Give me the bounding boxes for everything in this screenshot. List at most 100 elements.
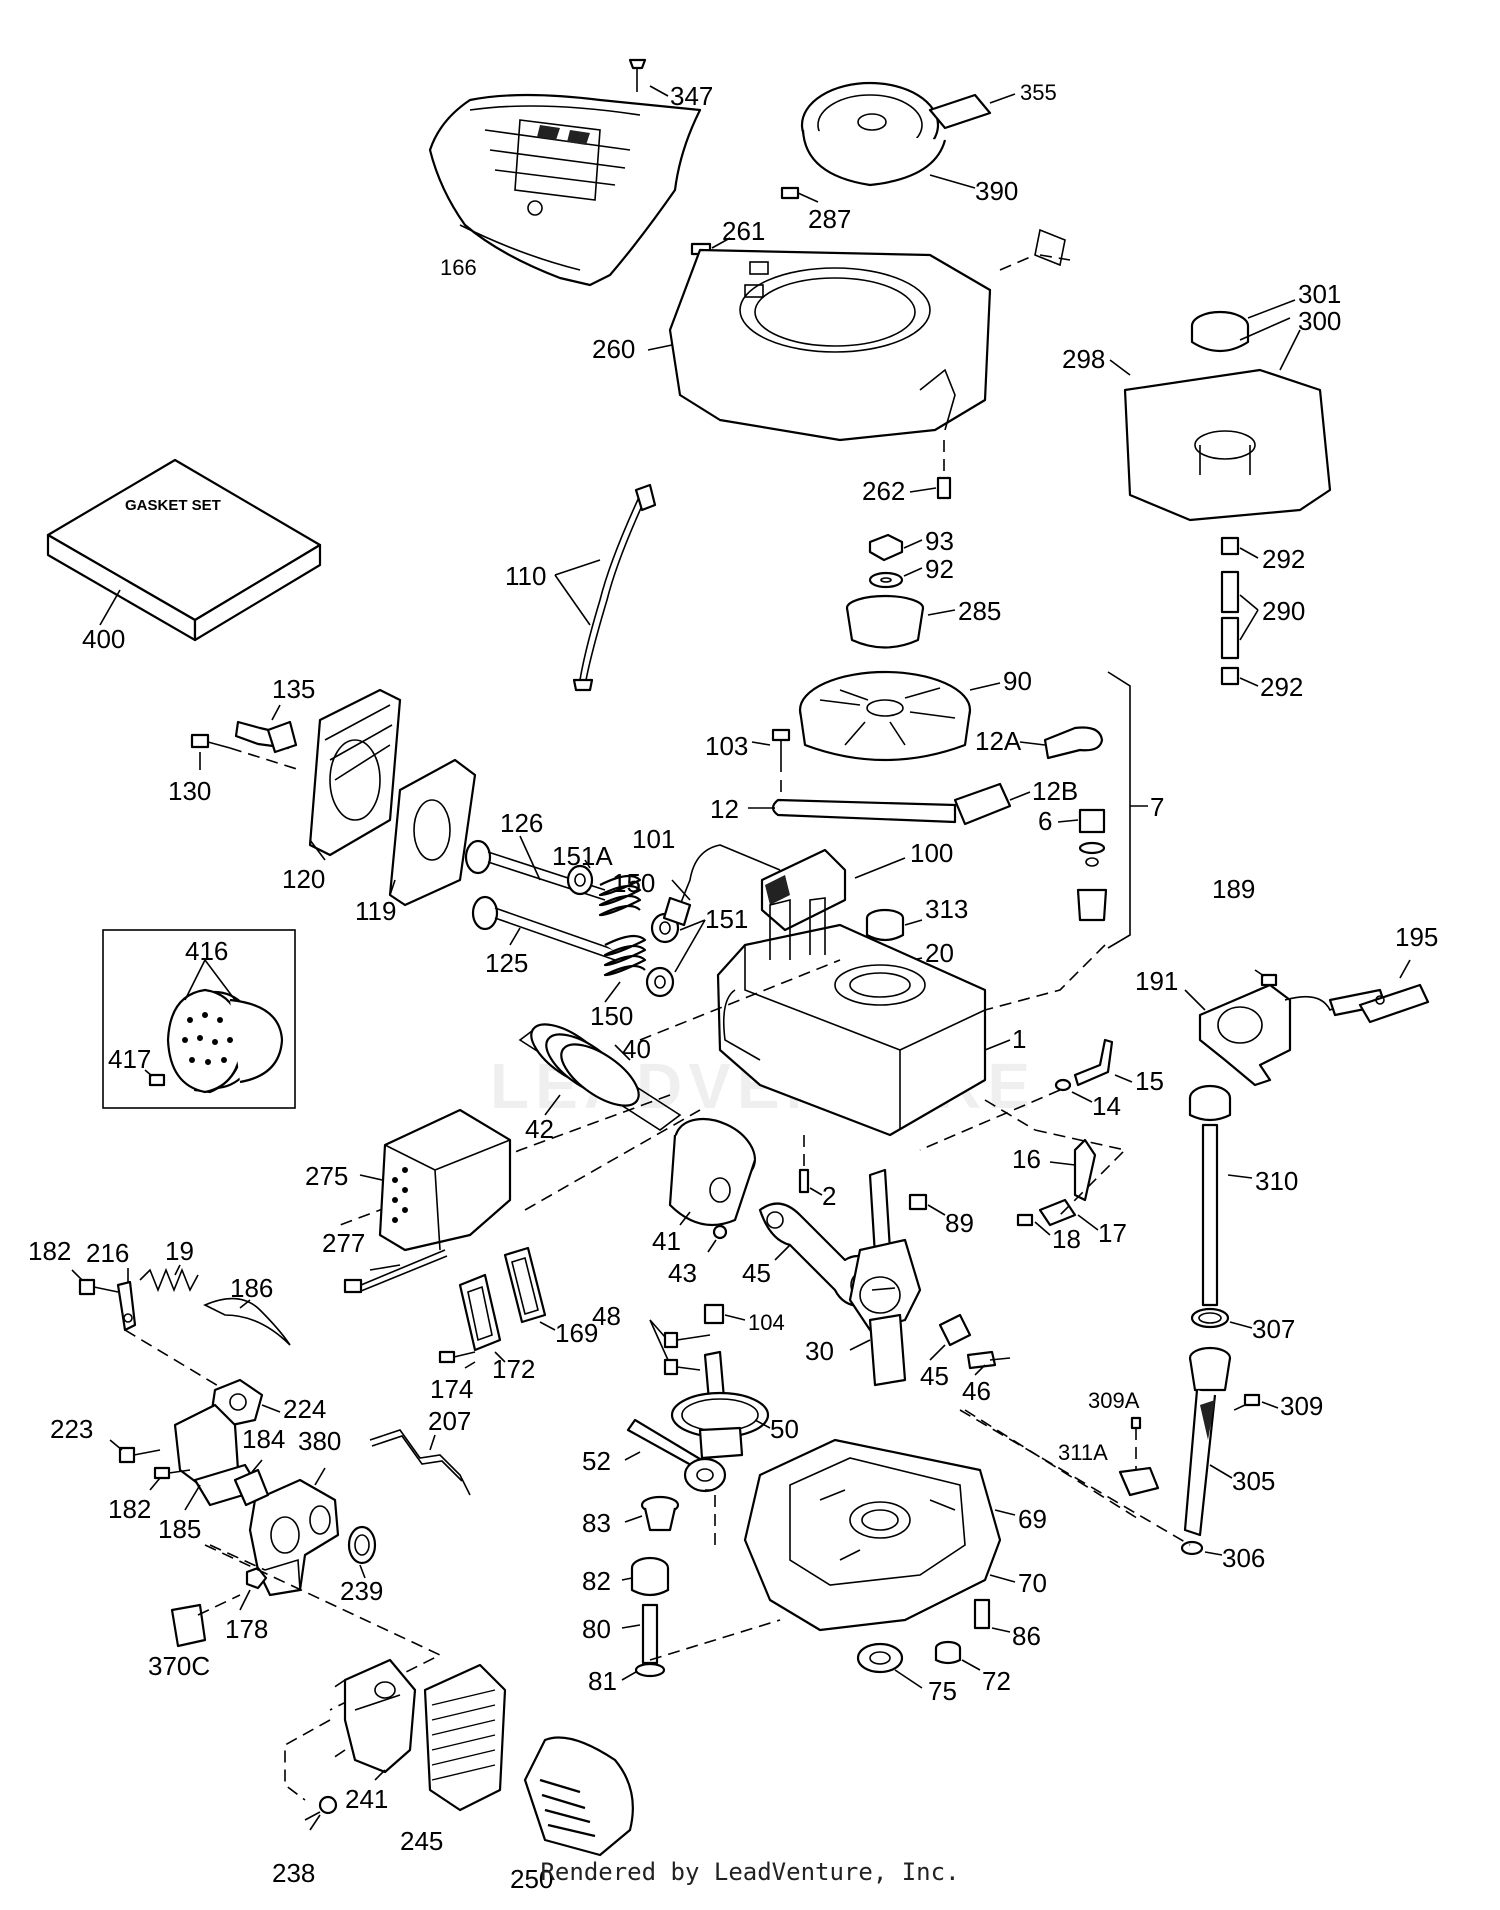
part-label-347: 347	[670, 81, 713, 111]
screw-182a	[71, 1269, 119, 1296]
part-label-275: 275	[305, 1161, 348, 1191]
part-label-130: 130	[168, 776, 211, 806]
piston-rings-40	[518, 1023, 682, 1131]
part-label-6: 6	[1038, 806, 1052, 836]
valve-retainer-151A	[566, 859, 594, 896]
part-label-50: 50	[770, 1414, 799, 1444]
part-label-150-upper: 150	[612, 868, 655, 898]
washer-81	[621, 1662, 666, 1681]
guide-line	[209, 1544, 266, 1571]
part-label-195: 195	[1395, 922, 1438, 952]
inset-box	[102, 929, 296, 1109]
part-label-260: 260	[592, 334, 635, 364]
crankshaft-30	[848, 1168, 922, 1387]
part-83	[624, 1495, 680, 1532]
part-label-169: 169	[555, 1318, 598, 1348]
part-label-52: 52	[582, 1446, 611, 1476]
intake-valve-125	[471, 895, 616, 961]
part-label-103: 103	[705, 731, 748, 761]
part-label-300: 300	[1298, 306, 1341, 336]
blower-housing-260	[668, 228, 1071, 442]
part-label-1: 1	[1012, 1024, 1026, 1054]
part-label-178: 178	[225, 1614, 268, 1644]
screw-238	[304, 1795, 338, 1831]
part-label-174: 174	[430, 1374, 473, 1404]
gasket-169	[503, 1246, 556, 1331]
part-label-261: 261	[722, 216, 765, 246]
leader-70	[989, 1574, 1016, 1583]
screw-223	[109, 1439, 161, 1464]
part-label-20: 20	[925, 938, 954, 968]
screw-287	[780, 186, 819, 203]
part-label-72: 72	[982, 1666, 1011, 1696]
part-label-151: 151	[705, 904, 748, 934]
part-label-120: 120	[282, 864, 325, 894]
part-label-241: 241	[345, 1784, 388, 1814]
part-label-70: 70	[1018, 1568, 1047, 1598]
part-label-83: 83	[582, 1508, 611, 1538]
part-label-46: 46	[962, 1376, 991, 1406]
part-label-172: 172	[492, 1354, 535, 1384]
head-gasket-119	[388, 758, 477, 907]
flywheel-nut-93	[868, 533, 923, 562]
cylinder-block-1	[716, 897, 1011, 1137]
flywheel-90	[798, 670, 1001, 762]
part-label-7: 7	[1150, 792, 1164, 822]
washer-306	[1180, 1540, 1223, 1556]
oil-fill-tube-305	[1183, 1346, 1233, 1537]
leader-69	[994, 1509, 1016, 1516]
part-label-309: 309	[1280, 1391, 1323, 1421]
muffler-275	[359, 1108, 512, 1252]
gasket-set-label: GASKET SET	[125, 497, 221, 514]
screw-174	[438, 1350, 476, 1369]
nut-178	[239, 1566, 268, 1611]
governor-lever-16	[1049, 1138, 1097, 1202]
seal-239	[347, 1525, 377, 1579]
throttle-link-207	[369, 1429, 471, 1496]
valve-spring-150b	[603, 934, 647, 1003]
part-label-16: 16	[1012, 1144, 1041, 1174]
kit-bracket-7	[1107, 671, 1131, 949]
guide-line	[1034, 1129, 1127, 1216]
oil-seal-75	[856, 1642, 923, 1689]
part-label-42: 42	[525, 1114, 554, 1144]
part-label-191: 191	[1135, 966, 1178, 996]
air-cleaner-base-241	[329, 1658, 417, 1781]
part-label-238: 238	[272, 1858, 315, 1888]
part-label-12A: 12A	[975, 726, 1022, 756]
part-label-301: 301	[1298, 279, 1341, 309]
guide-line	[964, 1409, 1141, 1521]
part-label-135: 135	[272, 674, 315, 704]
o-ring-307	[1190, 1307, 1253, 1329]
part-label-390: 390	[975, 176, 1018, 206]
guide-line	[124, 1329, 226, 1391]
part-label-110: 110	[505, 561, 546, 591]
screw-182b	[149, 1466, 191, 1491]
guide-line	[524, 1109, 701, 1211]
rod-cap-45b	[929, 1313, 972, 1361]
guide-line	[204, 1544, 442, 1711]
fuel-cap-301	[1190, 299, 1301, 371]
part-label-19: 19	[165, 1236, 194, 1266]
part-label-166: 166	[440, 255, 477, 280]
part-label-370C: 370C	[148, 1651, 210, 1681]
valve-tappets-48	[649, 1319, 711, 1376]
bracket-216	[116, 1268, 137, 1332]
piston-41	[668, 1117, 757, 1227]
part-label-189: 189	[1212, 874, 1255, 904]
label-370C	[170, 1594, 241, 1648]
recoil-starter-390	[800, 81, 1016, 187]
screw-309A	[1130, 1416, 1142, 1470]
part-label-313: 313	[925, 894, 968, 924]
guide-line	[919, 1089, 1061, 1151]
part-label-41: 41	[652, 1226, 681, 1256]
part-label-81: 81	[588, 1666, 617, 1696]
guide-line	[649, 1619, 781, 1661]
part-label-12: 12	[710, 794, 739, 824]
part-label-126: 126	[500, 808, 543, 838]
part-label-69: 69	[1018, 1504, 1047, 1534]
part-number-labels: 347 355 166 287 390 261 260 301 300 298 …	[28, 80, 1438, 1894]
valve-retainer-151	[645, 912, 706, 998]
part-label-150-lower: 150	[590, 1001, 633, 1031]
